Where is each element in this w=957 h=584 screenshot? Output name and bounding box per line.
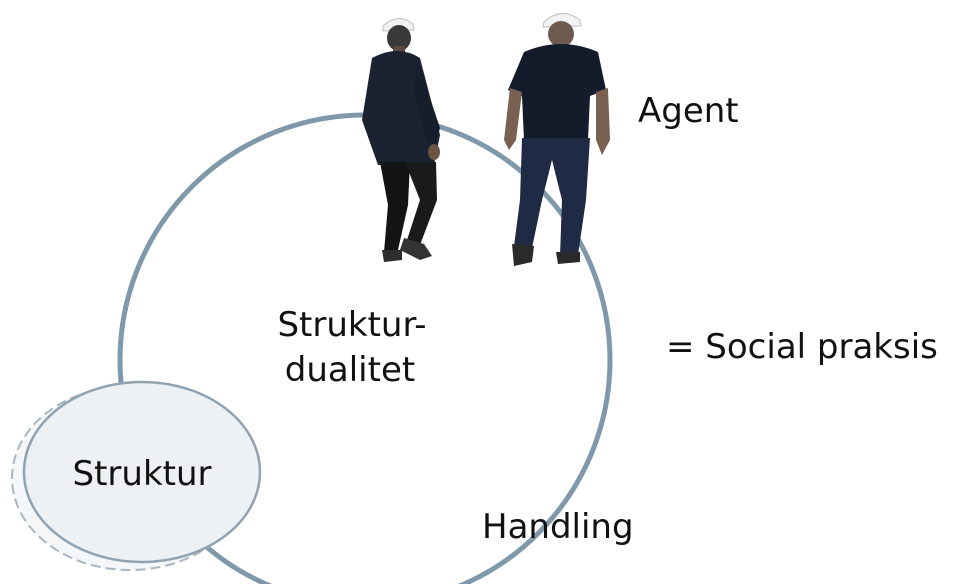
- agent-figures: [362, 13, 610, 266]
- worker-left-figure: [362, 18, 440, 262]
- struktur-node: Struktur: [11, 380, 262, 571]
- handling-label: Handling: [482, 507, 634, 547]
- center-label-line2: dualitet: [285, 350, 415, 390]
- social-praksis-label: = Social praksis: [666, 327, 938, 367]
- worker-right-figure: [504, 13, 610, 266]
- struktur-label: Struktur: [73, 454, 212, 494]
- agent-label: Agent: [638, 91, 739, 131]
- center-label-line1: Struktur-: [277, 305, 426, 345]
- struktur-ellipse: [22, 380, 262, 564]
